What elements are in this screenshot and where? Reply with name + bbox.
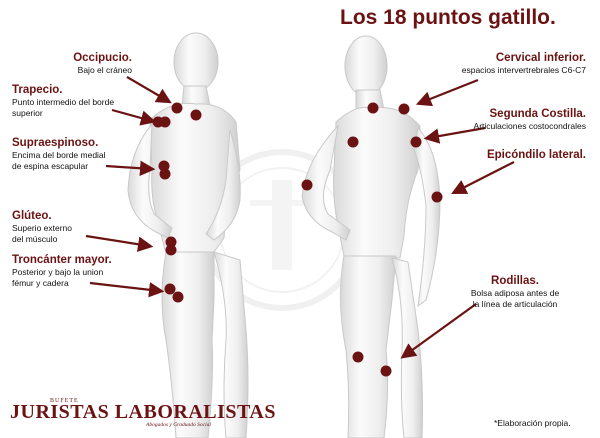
label-trapecio: Trapecio. Punto intermedio del borde sup… (12, 83, 142, 119)
leader-arrows (85, 76, 515, 359)
label-costilla-desc: Articulaciones costocondrales (473, 121, 586, 131)
label-costilla: Segunda Costilla. Articulaciones costoco… (430, 107, 586, 132)
label-trocanter: Troncánter mayor. Posterior y bajo la un… (12, 253, 142, 289)
label-trocanter-title: Troncánter mayor. (12, 254, 112, 266)
label-epicondilo-title: Epicóndilo lateral. (486, 149, 586, 161)
arrow-rodillas (400, 303, 477, 359)
label-gluteo-title: Glúteo. (12, 210, 52, 222)
arrow-trapecio (111, 108, 157, 126)
label-supraespinoso-desc-2: de espina escapular (12, 161, 89, 171)
point-trapecio-2 (159, 116, 171, 128)
label-rodillas-desc-2: la línea de articulación (472, 299, 558, 309)
arrow-costilla (423, 126, 486, 144)
point-costilla-1 (347, 136, 359, 148)
point-occipucio (171, 102, 183, 114)
label-rodillas-title: Rodillas. (491, 275, 539, 287)
mannequin-back (127, 32, 249, 438)
point-supraespinoso-1 (158, 160, 170, 172)
label-trocanter-desc-1: Posterior y bajo la union (12, 267, 104, 277)
label-occipucio: Occipucio. Bajo el cráneo (40, 51, 132, 76)
label-gluteo: Glúteo. Superio externo del músculo (12, 209, 112, 245)
page-title: Los 18 puntos gatillo. (340, 6, 556, 29)
point-costilla-2 (410, 136, 422, 148)
label-supraespinoso-desc-1: Encima del borde medial (12, 150, 106, 160)
point-rodilla-2 (380, 365, 392, 377)
brand-subtitle: Abogados y Graduado Social (146, 422, 211, 428)
label-supraespinoso-title: Supraespinoso. (12, 137, 99, 149)
label-cervical-desc: espacios intervertrebrales C6-C7 (461, 65, 586, 75)
source-note: *Elaboración propia. (494, 418, 571, 428)
arrow-gluteo (85, 234, 154, 252)
label-trocanter-desc-2: fémur y cadera (12, 278, 69, 288)
label-epicondilo: Epicóndilo lateral. (450, 148, 586, 162)
brand-name: JURISTAS LABORALISTAS (10, 401, 276, 423)
label-occipucio-desc: Bajo el cráneo (77, 65, 132, 75)
point-epicondilo-2 (431, 191, 443, 203)
arrow-cervical (415, 78, 479, 107)
label-trapecio-desc-2: superior (12, 108, 43, 118)
point-gluteo-2 (165, 244, 177, 256)
label-rodillas: Rodillas. Bolsa adiposa antes de la líne… (460, 274, 570, 310)
arrow-occipucio (126, 76, 172, 104)
point-trapecio-3 (190, 109, 202, 121)
label-rodillas-desc-1: Bolsa adiposa antes de (470, 288, 560, 298)
label-gluteo-desc-1: Superio externo (12, 223, 73, 233)
point-trocanter-1 (164, 283, 176, 295)
label-costilla-title: Segunda Costilla. (489, 108, 587, 120)
arrow-epicondilo (451, 161, 515, 194)
point-cervical-1 (367, 102, 379, 114)
point-epicondilo-1 (301, 179, 313, 191)
label-occipucio-title: Occipucio. (73, 52, 132, 64)
label-gluteo-desc-2: del músculo (12, 234, 58, 244)
brand-small-text: BUFETE (50, 398, 79, 404)
trigger-points (152, 102, 443, 377)
brand-logo: BUFETE JURISTAS LABORALISTAS Abogados y … (10, 398, 276, 428)
label-trapecio-desc-1: Punto intermedio del borde (12, 97, 115, 107)
label-trapecio-title: Trapecio. (12, 84, 63, 96)
point-gluteo-1 (165, 236, 177, 248)
point-supraespinoso-2 (159, 168, 171, 180)
point-trocanter-2 (172, 291, 184, 303)
point-cervical-2 (398, 103, 410, 115)
label-cervical-title: Cervical inferior. (495, 52, 586, 64)
arrow-supraespinoso (105, 160, 156, 176)
mannequin-front (301, 35, 441, 438)
point-rodilla-1 (352, 351, 364, 363)
label-supraespinoso: Supraespinoso. Encima del borde medial d… (12, 136, 142, 172)
arrow-trocanter (89, 281, 165, 298)
label-cervical: Cervical inferior. espacios intervertreb… (400, 51, 586, 76)
